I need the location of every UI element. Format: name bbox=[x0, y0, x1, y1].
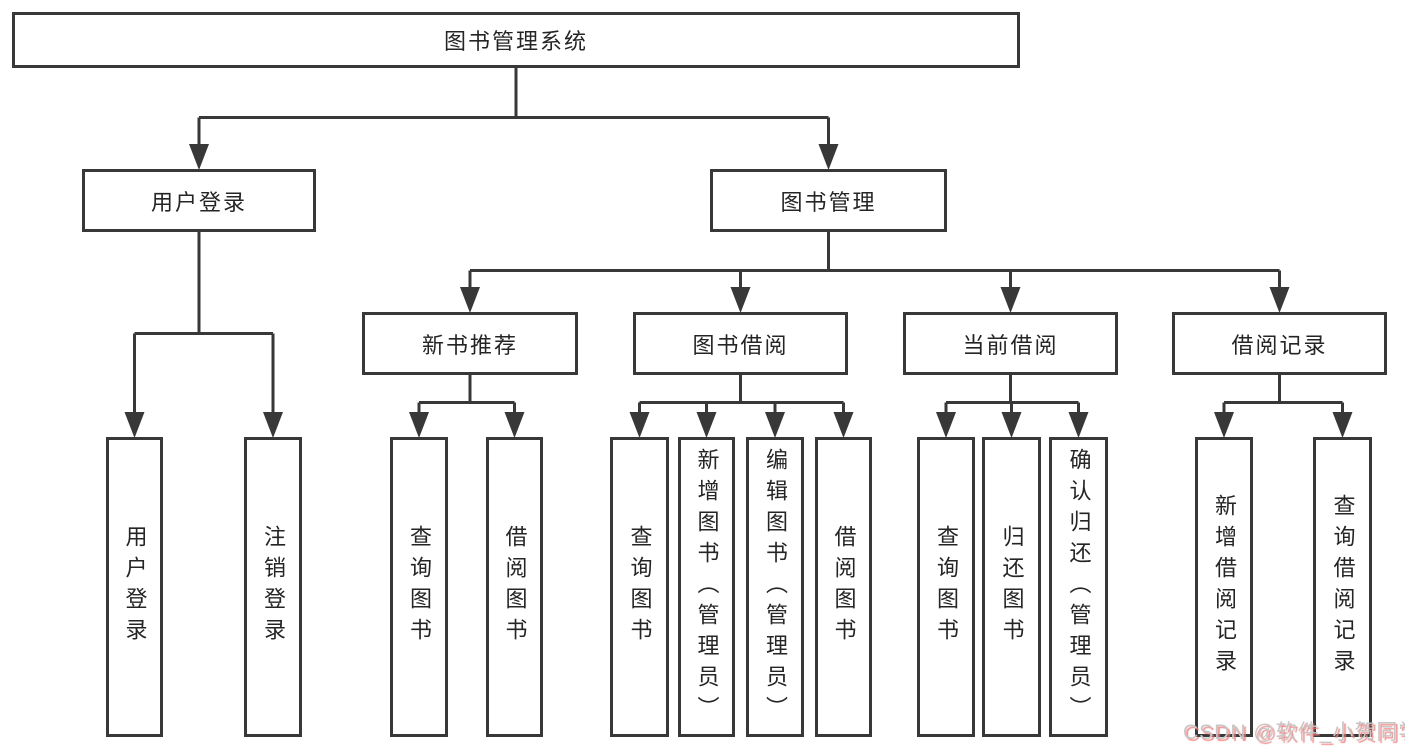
leaf-logout-login-label: 注销登录 bbox=[261, 525, 286, 649]
leaf-borrowing-edit-books-admin-label: 编辑图书（管理员） bbox=[763, 447, 788, 727]
leaf-current-query-books: 查询图书 bbox=[917, 437, 975, 737]
node-book-management: 图书管理 bbox=[710, 169, 947, 232]
node-borrowing-records-label: 借阅记录 bbox=[1231, 332, 1328, 358]
leaf-borrowing-query-books-label: 查询图书 bbox=[627, 525, 653, 649]
leaf-user-login-label: 用户登录 bbox=[122, 525, 148, 649]
node-root: 图书管理系统 bbox=[12, 12, 1020, 68]
node-borrowing-records: 借阅记录 bbox=[1172, 312, 1387, 375]
leaf-logout-login: 注销登录 bbox=[244, 437, 302, 737]
leaf-records-query-borrow-record-label: 查询借阅记录 bbox=[1330, 494, 1356, 680]
leaf-current-confirm-return-admin: 确认归还（管理员） bbox=[1049, 437, 1108, 737]
leaf-newrec-borrow-books-label: 借阅图书 bbox=[502, 525, 528, 649]
node-current-borrowing: 当前借阅 bbox=[903, 312, 1118, 375]
leaf-newrec-query-books: 查询图书 bbox=[390, 437, 448, 737]
leaf-current-confirm-return-admin-label: 确认归还（管理员） bbox=[1066, 447, 1092, 727]
node-new-book-recommendation-label: 新书推荐 bbox=[421, 332, 518, 358]
leaf-records-add-borrow-record: 新增借阅记录 bbox=[1195, 437, 1253, 737]
node-book-borrowing: 图书借阅 bbox=[633, 312, 848, 375]
arrowhead-icons bbox=[124, 144, 1353, 438]
node-user-login-label: 用户登录 bbox=[150, 189, 247, 215]
leaf-user-login: 用户登录 bbox=[106, 437, 163, 737]
node-book-borrowing-label: 图书借阅 bbox=[692, 332, 789, 358]
leaf-borrowing-query-books: 查询图书 bbox=[610, 437, 669, 737]
leaf-newrec-query-books-label: 查询图书 bbox=[407, 525, 432, 649]
leaf-current-return-books: 归还图书 bbox=[982, 437, 1041, 737]
leaf-borrowing-add-books-admin-label: 新增图书（管理员） bbox=[694, 447, 720, 727]
csdn-watermark: CSDN @软件_小贺同学 bbox=[1183, 721, 1405, 744]
node-new-book-recommendation: 新书推荐 bbox=[362, 312, 578, 375]
leaf-records-query-borrow-record: 查询借阅记录 bbox=[1313, 437, 1372, 737]
leaf-records-add-borrow-record-label: 新增借阅记录 bbox=[1212, 494, 1237, 680]
node-book-management-label: 图书管理 bbox=[780, 189, 877, 215]
node-current-borrowing-label: 当前借阅 bbox=[962, 332, 1059, 358]
leaf-current-query-books-label: 查询图书 bbox=[934, 525, 959, 649]
leaf-borrowing-borrow-books-label: 借阅图书 bbox=[831, 525, 857, 649]
leaf-borrowing-borrow-books: 借阅图书 bbox=[815, 437, 872, 737]
leaf-borrowing-edit-books-admin: 编辑图书（管理员） bbox=[746, 437, 804, 737]
leaf-current-return-books-label: 归还图书 bbox=[999, 525, 1025, 649]
node-root-label: 图书管理系统 bbox=[443, 29, 588, 54]
leaf-newrec-borrow-books: 借阅图书 bbox=[486, 437, 543, 737]
node-user-login: 用户登录 bbox=[82, 169, 316, 232]
leaf-borrowing-add-books-admin: 新增图书（管理员） bbox=[678, 437, 735, 737]
